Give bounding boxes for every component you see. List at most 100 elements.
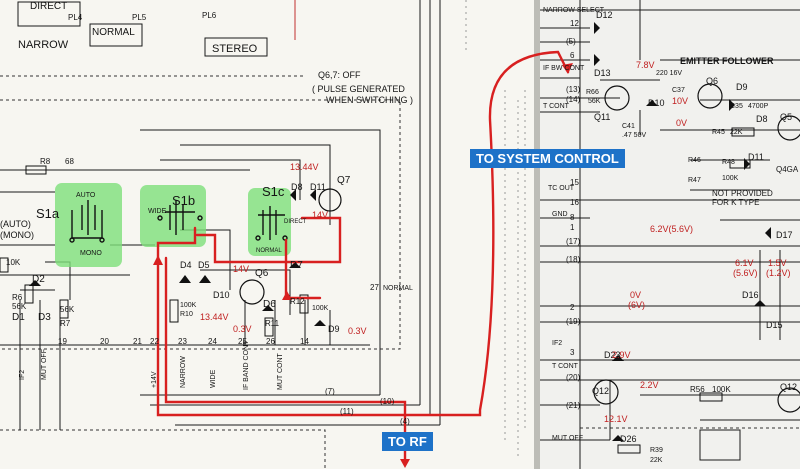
switch-s1b-highlight [140,185,206,247]
bus-7: (7) [325,387,335,396]
pin-20: (20) [566,373,581,382]
pin-normal-label: NORMAL [383,285,413,292]
pin-t-cont2: T CONT [552,363,579,370]
part-r12: R12 [290,297,305,306]
switch-s1a-label: S1a [36,206,60,221]
pl6-label: PL6 [202,11,217,20]
part-r56-value: 100K [712,385,731,394]
pin-mut-off: MUT OFF [552,435,583,442]
pin-27: 27 [370,283,379,292]
btn-normal-label: NORMAL [92,27,135,38]
pl4-label: PL4 [68,13,83,22]
pin-2: 2 [570,303,575,312]
part-r7-value: 56K [60,305,75,314]
pin-label-narrow: NARROW [180,356,187,388]
pin-26: 26 [266,337,275,346]
part-d11: D11 [310,182,326,192]
voltage-78: 7.8V [636,60,655,70]
part-r45: R45 [712,129,725,136]
part-r7: R7 [60,319,71,328]
pin-gnd: GND [552,211,568,218]
switch-wide-label: WIDE [148,208,167,215]
switch-direct-label: DIRECT [284,219,307,225]
right-page [540,0,800,469]
part-d17: D17 [776,230,793,240]
pin-label-14v: +14V [151,371,158,388]
part-r6: R6 [12,293,23,302]
part-d6: D6 [263,299,276,310]
pin-label-if-band: IF BAND CONT [243,340,250,390]
voltage-62: 6.2V(5.6V) [650,224,693,234]
voltage-0: 0V [676,118,687,128]
part-q6-right: Q6 [706,76,718,86]
pin-narrow-select: NARROW SELECT [543,7,605,14]
voltage-6: (6V) [628,300,645,310]
voltage-12: (1.2V) [766,268,791,278]
part-r56: R56 [690,385,705,394]
voltage-15: 1.5V [768,258,787,268]
part-r39: R39 [650,447,663,454]
voltage-1344b: 13.44V [200,312,229,322]
pin-if2: IF2 [552,340,562,347]
part-r39-value: 22K [650,457,663,464]
part-r48: R48 [722,159,735,166]
voltage-61: 6.1V [735,258,754,268]
part-r12-value: 100K [312,305,329,312]
callout-to-system-control: TO SYSTEM CONTROL [470,149,625,168]
part-q12-right: Q12 [780,382,797,392]
pin-15: 15 [570,178,579,187]
pin-label-wide: WIDE [210,369,217,388]
part-q7: Q7 [337,175,351,186]
part-r46: R46 [688,157,701,164]
section-borders [0,75,800,469]
bus-11: (11) [340,407,354,416]
part-r45-value: 22K [730,129,743,136]
pin-23: 23 [178,337,187,346]
pin-21: (21) [566,401,581,410]
note-q67-off: Q6,7: OFF [318,70,361,80]
voltage-03a: 0.3V [233,324,252,334]
part-r66: R66 [586,89,599,96]
part-d12: D12 [596,10,613,20]
part-r66-value: 56K [588,98,601,105]
route-system-control [156,50,570,417]
pin-label-mut-off: MUT OFF [41,349,48,380]
btn-narrow-label: NARROW [18,39,69,51]
note-pulse2: WHEN SWITCHING ) [326,95,413,105]
pin-5: (5) [566,37,576,46]
voltage-14a: 14V [312,210,328,220]
pin-tc-out: TC OUT [548,185,575,192]
note-not-provided2: FOR K TYPE [712,198,759,207]
part-d2: D2 [32,274,45,285]
switch-contacts [69,200,288,243]
part-r48-value: 100K [722,175,739,182]
pin-13: (13) [566,85,581,94]
callout-to-rf: TO RF [382,432,433,451]
part-d3: D3 [38,312,51,323]
pl5-label: PL5 [132,13,147,22]
pin-label-if2: IF2 [19,370,26,380]
part-d26: D26 [620,434,637,444]
part-d15: D15 [766,320,783,330]
pin-16: 16 [570,198,579,207]
part-c37-value: 220 16V [656,70,682,77]
part-d13: D13 [594,68,611,78]
pin-17: (17) [566,237,581,246]
part-d9: D9 [328,324,340,334]
pin-12: 12 [570,19,579,28]
part-c35-value: 4700P [748,103,769,110]
switch-mono-label: MONO [80,250,102,257]
part-r10k: 10K [6,258,21,267]
part-q4ga: Q4GA [776,165,799,174]
part-d1: D1 [12,312,25,323]
part-d4: D4 [180,260,192,270]
part-r11: R11 [265,319,280,328]
part-d11r: D11 [748,152,764,162]
pin-20: 20 [100,337,109,346]
part-c37: C37 [672,87,685,94]
switch-normal-label: NORMAL [256,248,282,254]
part-d7: D7 [290,260,303,271]
bus-10: (10) [380,397,395,406]
part-r6-value: 56K [12,302,27,311]
